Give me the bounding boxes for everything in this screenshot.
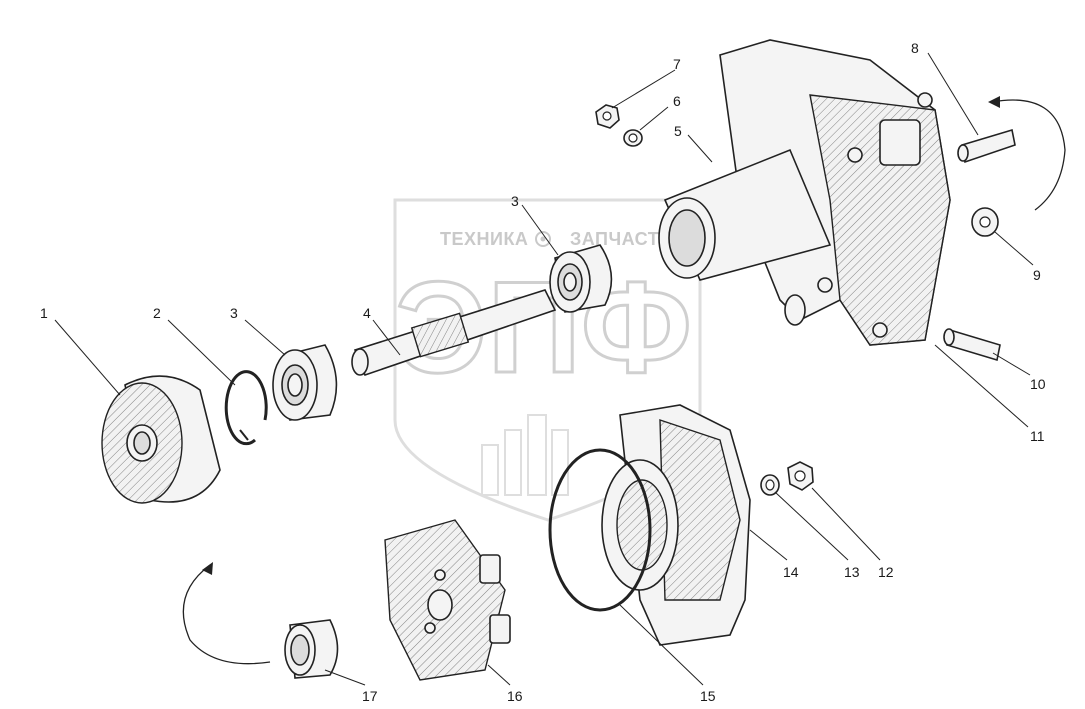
callout-3-upper: 3 xyxy=(511,193,519,209)
callout-6: 6 xyxy=(673,93,681,109)
leader-lines xyxy=(54,52,1034,686)
watermark-brand-right: ЗАПЧАСТИ xyxy=(570,229,673,249)
part-1-pulley xyxy=(101,375,221,504)
part-5-housing xyxy=(658,39,951,346)
part-14-cover xyxy=(601,404,751,646)
part-10-stud xyxy=(943,328,1001,362)
rotation-arrow-lower xyxy=(182,562,271,665)
callout-9: 9 xyxy=(1033,267,1041,283)
callout-4: 4 xyxy=(363,305,371,321)
part-4-shaft xyxy=(351,289,557,377)
callout-11: 11 xyxy=(1030,428,1045,444)
callout-7: 7 xyxy=(673,56,681,72)
part-2-retaining-ring xyxy=(224,370,268,446)
callout-8: 8 xyxy=(911,40,919,56)
callout-13: 13 xyxy=(844,564,860,580)
callout-2: 2 xyxy=(153,305,161,321)
part-7-nut xyxy=(595,104,620,129)
part-9-washer xyxy=(971,207,999,237)
callout-labels: 1 2 3 3 4 5 6 7 8 9 10 11 12 13 14 15 16… xyxy=(40,40,1046,704)
part-3-bearing-upper xyxy=(549,244,613,313)
callout-15: 15 xyxy=(700,688,716,704)
gear-icon xyxy=(535,231,551,247)
callout-17: 17 xyxy=(362,688,378,704)
part-8-stud xyxy=(957,128,1016,164)
part-6-washer xyxy=(623,129,643,147)
callout-10: 10 xyxy=(1030,376,1046,392)
part-13-washer xyxy=(760,474,780,496)
callout-12: 12 xyxy=(878,564,894,580)
part-12-nut xyxy=(787,461,814,491)
callout-5: 5 xyxy=(674,123,682,139)
callout-14: 14 xyxy=(783,564,799,580)
callout-3-left: 3 xyxy=(230,305,238,321)
rotation-arrow-upper xyxy=(988,96,1066,211)
part-3-bearing-left xyxy=(272,344,338,421)
watermark-building-icons xyxy=(481,414,569,496)
part-16-impeller xyxy=(384,519,511,681)
callout-1: 1 xyxy=(40,305,48,321)
part-15-o-ring xyxy=(548,448,652,612)
callout-16: 16 xyxy=(507,688,523,704)
part-17-seal xyxy=(284,619,339,679)
watermark-brand-left: ТЕХНИКА xyxy=(440,229,528,249)
